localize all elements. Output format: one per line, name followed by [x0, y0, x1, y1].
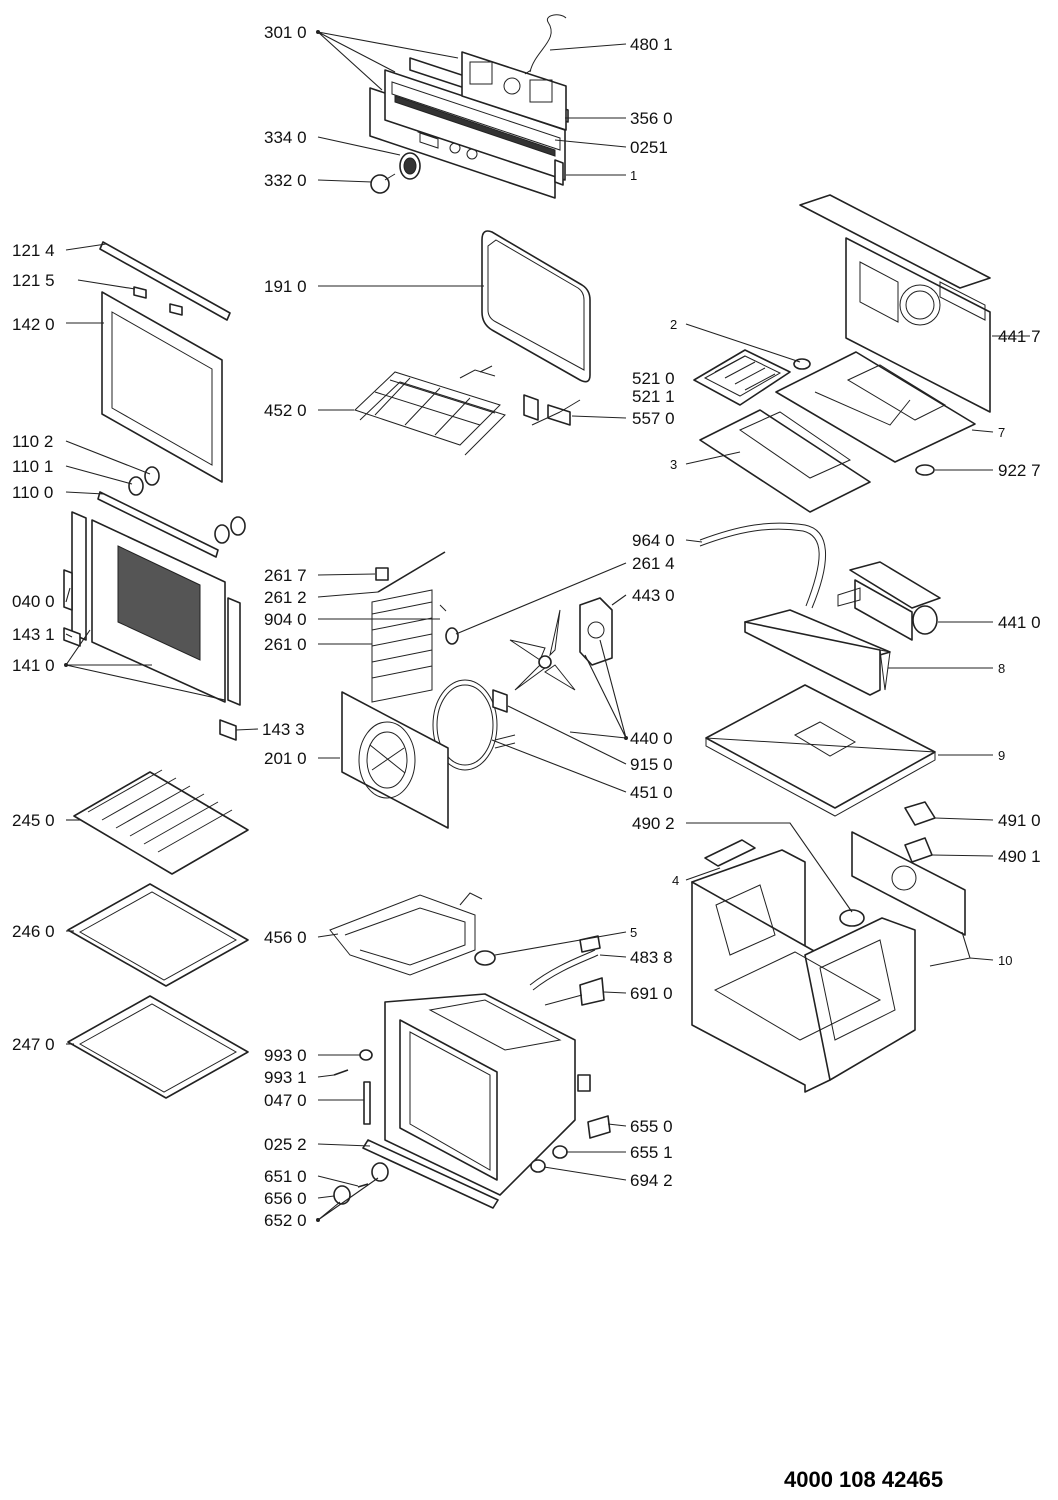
callout-10: 10: [998, 953, 1012, 968]
control-knob: [370, 152, 421, 194]
baking-tray: [67, 883, 249, 987]
callout-261-0: 261 0: [264, 635, 307, 654]
callout-191-0: 191 0: [264, 277, 307, 296]
callout-480-1: 480 1: [630, 35, 673, 54]
inner-door-glass: [101, 291, 223, 483]
document-number: 4000 108 42465: [784, 1467, 943, 1492]
grill-heating-element: [354, 365, 506, 456]
door-washers: [128, 466, 246, 544]
top-cover-plate: [775, 351, 976, 476]
callout-655-0: 655 0: [630, 1117, 673, 1136]
shelf-supports: [371, 551, 459, 703]
lower-heating-element: [329, 892, 483, 976]
callout-0251: 0251: [630, 138, 668, 157]
callout-246-0: 246 0: [12, 922, 55, 941]
callout-651-0: 651 0: [264, 1167, 307, 1186]
leader-lines: [64, 30, 1030, 1222]
callout-8: 8: [998, 661, 1005, 676]
lower-cover-plate: [699, 409, 871, 513]
callout-143-1: 143 1: [12, 625, 55, 644]
callout-456-0: 456 0: [264, 928, 307, 947]
callout-443-0: 443 0: [632, 586, 675, 605]
callout-110-0: 110 0: [12, 483, 53, 502]
callout-7: 7: [998, 425, 1005, 440]
callout-904-0: 904 0: [264, 610, 307, 629]
callout-121-4: 121 4: [12, 241, 55, 260]
rear-upper-panel: [799, 194, 991, 413]
callout-332-0: 332 0: [264, 171, 307, 190]
callout-356-0: 356 0: [630, 109, 673, 128]
callout-025-2: 025 2: [264, 1135, 307, 1154]
callout-245-0: 245 0: [12, 811, 55, 830]
callout-451-0: 451 0: [630, 783, 673, 802]
drip-tray: [67, 995, 249, 1099]
callout-261-7: 261 7: [264, 566, 307, 585]
callout-142-0: 142 0: [12, 315, 55, 334]
terminal-blocks: [704, 801, 936, 867]
callout-652-0: 652 0: [264, 1211, 307, 1230]
callout-3: 3: [670, 457, 677, 472]
callout-441-0: 441 0: [998, 613, 1041, 632]
callout-143-3: 143 3: [262, 720, 305, 739]
callout-993-1: 993 1: [264, 1068, 307, 1087]
callout-047-0: 047 0: [264, 1091, 307, 1110]
callout-110-1: 110 1: [12, 457, 53, 476]
outer-casing: [691, 849, 916, 1093]
callout-993-0: 993 0: [264, 1046, 307, 1065]
circular-heating-element: [432, 679, 516, 771]
air-duct: [744, 609, 891, 696]
callout-261-2: 261 2: [264, 588, 307, 607]
callout-141-0: 141 0: [12, 656, 55, 675]
callout-labels: 301 0 480 1 356 0 334 0 0251 332 0 1 121…: [12, 23, 1041, 1230]
callout-247-0: 247 0: [12, 1035, 55, 1054]
cavity-top-plate: [705, 684, 936, 817]
convection-fan: [509, 597, 613, 691]
callout-491-0: 491 0: [998, 811, 1041, 830]
callout-521-1: 521 1: [632, 387, 675, 406]
callout-110-2: 110 2: [12, 432, 53, 451]
door-seal: [481, 230, 591, 383]
callout-521-0: 521 0: [632, 369, 675, 388]
parts-artwork: [63, 14, 991, 1209]
callout-440-0: 440 0: [630, 729, 673, 748]
control-panel-assembly: [369, 14, 569, 199]
rear-panel: [839, 831, 966, 936]
callout-452-0: 452 0: [264, 401, 307, 420]
callout-301-0: 301 0: [264, 23, 307, 42]
callout-334-0: 334 0: [264, 128, 307, 147]
oven-cavity: [384, 993, 591, 1196]
callout-040-0: 040 0: [12, 592, 55, 611]
callout-4: 4: [672, 873, 679, 888]
oven-lamp: [474, 950, 496, 966]
callout-1: 1: [630, 168, 637, 183]
callout-915-0: 915 0: [630, 755, 673, 774]
wire-shelf: [73, 769, 249, 875]
rear-fan-cover: [341, 691, 449, 829]
callout-964-0: 964 0: [632, 531, 675, 550]
thermostat-bracket: [523, 394, 581, 426]
callout-2: 2: [670, 317, 677, 332]
callout-490-2: 490 2: [632, 814, 675, 833]
cooling-fan: [837, 561, 941, 641]
callout-557-0: 557 0: [632, 409, 675, 428]
callout-5: 5: [630, 925, 637, 940]
callout-441-7: 441 7: [998, 327, 1041, 346]
door-top-trim: [99, 241, 231, 321]
callout-694-2: 694 2: [630, 1171, 673, 1190]
callout-655-1: 655 1: [630, 1143, 673, 1162]
callout-9: 9: [998, 748, 1005, 763]
callout-261-4: 261 4: [632, 554, 675, 573]
callout-922-7: 922 7: [998, 461, 1041, 480]
callout-691-0: 691 0: [630, 984, 673, 1003]
callout-121-5: 121 5: [12, 271, 55, 290]
callout-490-1: 490 1: [998, 847, 1041, 866]
callout-483-8: 483 8: [630, 948, 673, 967]
hose-964: [699, 522, 827, 609]
cable-harness: [529, 935, 605, 1006]
outer-door: [63, 491, 241, 741]
callout-201-0: 201 0: [264, 749, 307, 768]
callout-656-0: 656 0: [264, 1189, 307, 1208]
